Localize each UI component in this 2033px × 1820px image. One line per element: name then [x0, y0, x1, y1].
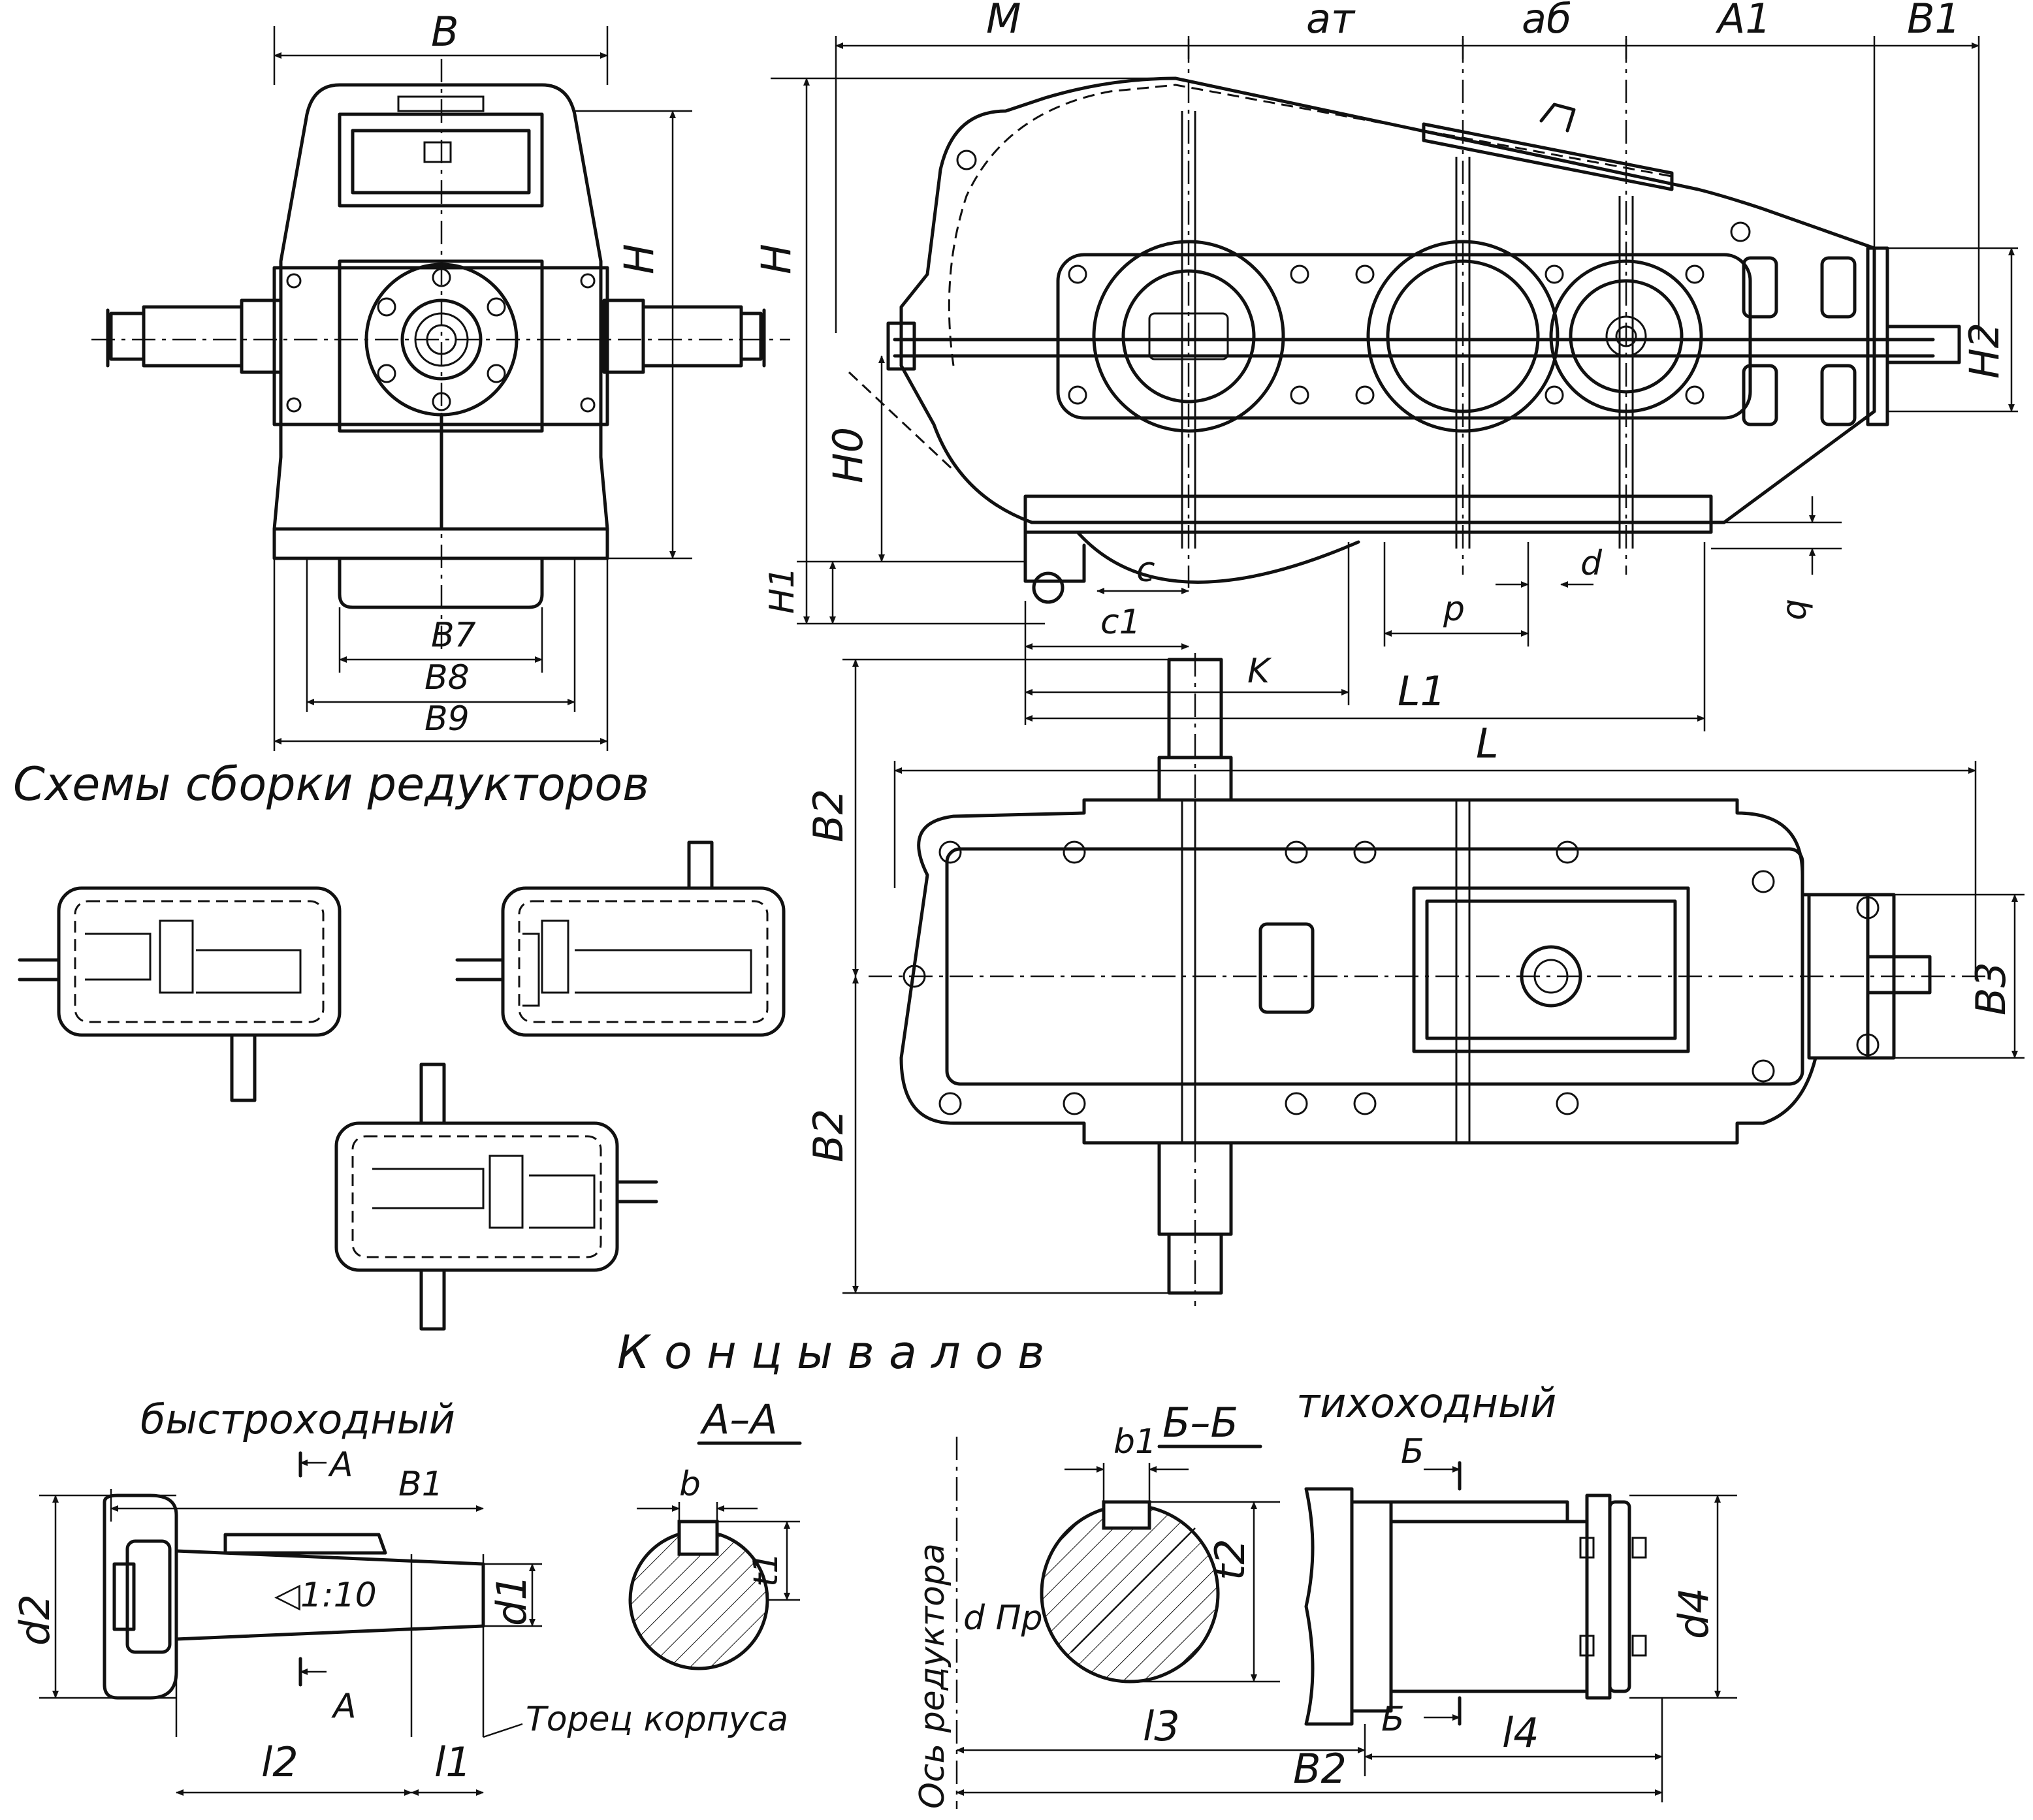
assembly-scheme-2 — [455, 840, 786, 1037]
dim-M: M — [986, 0, 1021, 42]
dim-B2-top: B2 — [805, 789, 852, 842]
section-mark-b-bottom: Б — [1381, 1700, 1405, 1739]
dim-H2: H2 — [1961, 323, 2008, 379]
dim-l2: l2 — [261, 1738, 298, 1786]
dim-B8: B8 — [424, 658, 470, 697]
dim-b: b — [679, 1465, 701, 1504]
dim-q: q — [1775, 599, 1814, 620]
fast-shaft-end: B1 d2 d1 ◁1:10 A A l2 l1 Торец корпуса — [11, 1445, 788, 1796]
section-aa-title: А–А — [699, 1396, 778, 1443]
dim-B3: B3 — [1967, 962, 2015, 1015]
plan-view — [869, 653, 1985, 1306]
caption-body-face: Торец корпуса — [526, 1700, 788, 1739]
dim-t2: t2 — [1206, 1539, 1254, 1580]
dim-H-left: H — [615, 244, 663, 274]
dim-p: p — [1443, 590, 1465, 629]
elevation-dimensions: M aт aб A1 B1 H H0 H1 H2 c c1 K p d — [752, 0, 2018, 731]
dim-B7: B7 — [431, 616, 476, 655]
section-b-b: Б–Б b1 d Пр t2 — [963, 1399, 1280, 1684]
dim-B2-bottom: B2 — [805, 1109, 852, 1162]
dim-d: d — [1580, 544, 1603, 583]
dim-B2-shaft: B2 — [1293, 1745, 1347, 1793]
section-a-a: А–А b t1 — [628, 1396, 802, 1670]
schemes-title: Схемы сборки редукторов — [13, 758, 649, 811]
dim-d1: d1 — [488, 1574, 536, 1626]
caption-axis: Ось редуктора — [913, 1543, 952, 1809]
dim-A1: A1 — [1715, 0, 1771, 42]
dim-B1: B1 — [1907, 0, 1961, 42]
plan-dimensions: L B2 B2 B3 — [805, 658, 2025, 1294]
dim-c: c — [1136, 551, 1155, 590]
dim-L1: L1 — [1398, 667, 1446, 715]
elevation-view — [848, 39, 1961, 604]
assembly-scheme-3 — [334, 1062, 658, 1331]
dim-d4: d4 — [1670, 1588, 1718, 1639]
dim-H-right: H — [752, 244, 800, 274]
dim-dPr: d Пр — [963, 1599, 1043, 1638]
caption-fast: быстроходный — [140, 1396, 455, 1443]
dim-l1: l1 — [434, 1738, 472, 1786]
taper-ratio: ◁1:10 — [274, 1576, 377, 1615]
end-view-dimensions: B H B7 B8 B9 — [273, 8, 692, 751]
dim-l4: l4 — [1502, 1709, 1539, 1757]
dim-B: B — [431, 8, 459, 56]
dim-t1: t1 — [746, 1552, 786, 1587]
dim-aT: aт — [1306, 0, 1356, 42]
section-mark-b-top: Б — [1401, 1432, 1424, 1471]
section-bb-title: Б–Б — [1162, 1399, 1238, 1446]
section-mark-a-bottom: A — [331, 1687, 357, 1726]
dim-b1: b1 — [1113, 1422, 1157, 1461]
end-view — [91, 59, 790, 653]
dim-c1: c1 — [1100, 603, 1141, 642]
assembly-scheme-1 — [18, 886, 342, 1102]
shaft-ends-title: К о н ц ы в а л о в — [617, 1326, 1044, 1379]
dim-B9: B9 — [424, 699, 470, 739]
dim-l3: l3 — [1143, 1702, 1180, 1750]
dim-H0: H0 — [824, 427, 872, 483]
dim-K: K — [1247, 652, 1272, 691]
dim-ab: aб — [1522, 0, 1571, 42]
reducer-axis: Ось редуктора l3 B2 — [913, 1437, 1663, 1809]
dim-L: L — [1476, 720, 1499, 767]
dim-d2: d2 — [11, 1594, 59, 1646]
slow-shaft-end: Б Б d4 l4 — [1304, 1432, 1737, 1802]
dim-H1: H1 — [763, 567, 802, 614]
caption-slow: тихоходный — [1296, 1379, 1556, 1427]
dim-B1-shaft: B1 — [398, 1465, 443, 1504]
section-mark-a-top: A — [328, 1445, 353, 1484]
